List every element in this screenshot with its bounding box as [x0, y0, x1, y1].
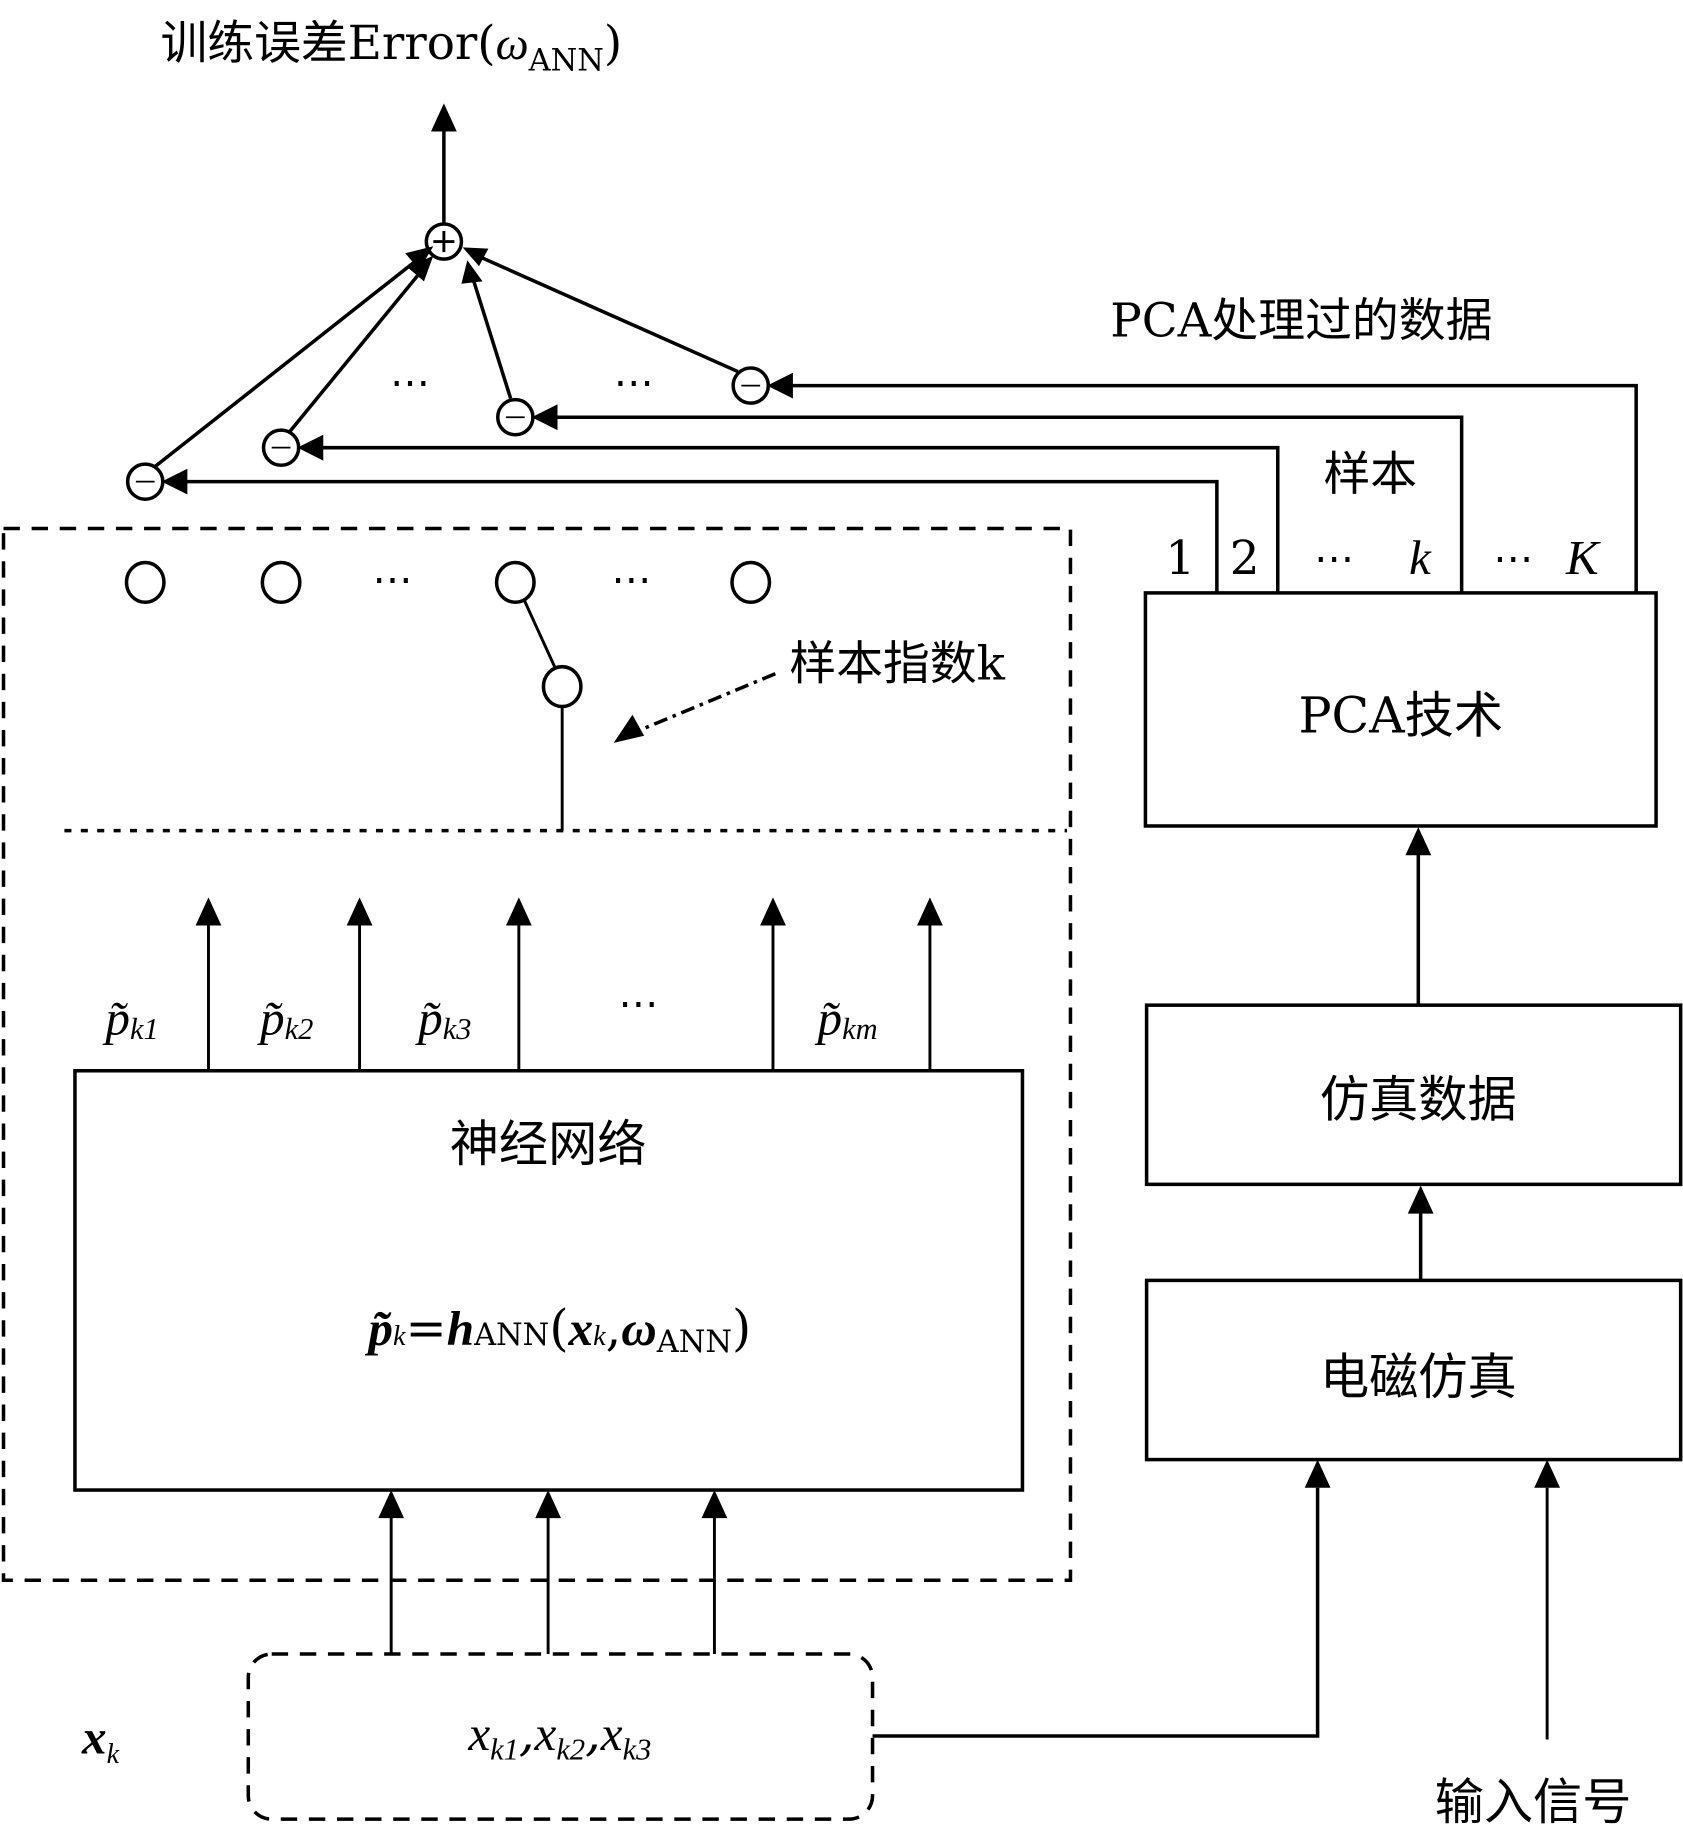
sample-index-label: 样本指数k	[789, 638, 1005, 692]
diff-node	[261, 428, 301, 468]
output-label-pkm: p̃km	[814, 990, 877, 1046]
sample-index-ellipsis: ⋯	[1314, 536, 1354, 582]
arrowhead	[1405, 827, 1432, 856]
ellipsis-upper-2: ⋯	[614, 360, 654, 406]
diff-node	[731, 366, 771, 405]
sim-data-label: 仿真数据	[1320, 1070, 1517, 1128]
arrowhead	[1534, 1459, 1561, 1488]
output-label-pk2: p̃k2	[257, 990, 313, 1046]
neural-network-formula: p̃k=hANN(xk,ωANN)	[364, 1299, 751, 1360]
xk-label: xk	[81, 1710, 120, 1770]
sample-index-1: 1	[1165, 532, 1195, 586]
sum-node	[424, 222, 464, 261]
arrowhead	[613, 714, 645, 743]
ann-dashed-container	[1, 526, 1073, 1582]
diff-to-sum-edges	[151, 246, 739, 471]
em-sim-box	[1144, 1278, 1683, 1462]
diff-node	[495, 397, 535, 437]
neural-network-title: 神经网络	[450, 1115, 647, 1173]
ellipsis-nodes-2: ⋯	[611, 557, 651, 603]
output-label-pk1: p̃k1	[102, 990, 158, 1046]
ellipsis-upper-1: ⋯	[390, 360, 430, 406]
input-to-em-line	[872, 1487, 1320, 1738]
output-ellipsis: ⋯	[618, 981, 658, 1027]
nn-output-arrows	[195, 897, 943, 1071]
ellipsis-nodes-1: ⋯	[372, 557, 412, 603]
sample-index-2: 2	[1230, 532, 1260, 586]
sample-selector-switch	[523, 600, 583, 831]
sample-index-k: k	[1409, 530, 1432, 585]
diff-node	[125, 462, 165, 501]
input-vector-values: xk1,xk2,xk3	[467, 1704, 651, 1766]
title-omega: ω	[496, 18, 529, 70]
title-sub: ANN	[528, 44, 604, 79]
svg-text:训练误差Error(ωANN): 训练误差Error(ωANN)	[160, 17, 622, 79]
arrowhead	[1304, 1459, 1331, 1488]
sample-label: 样本	[1323, 448, 1417, 502]
neural-network-box	[73, 1068, 1025, 1492]
pca-output-label: PCA处理过的数据	[1110, 294, 1492, 348]
sim-data-box	[1144, 1003, 1683, 1187]
nn-input-arrows	[378, 1490, 728, 1655]
title-close: )	[604, 17, 622, 71]
sample-nodes	[124, 560, 772, 605]
pca-feedback-lines	[161, 372, 1638, 592]
title-main: 训练误差Error(	[160, 17, 495, 71]
sample-index-pointer	[634, 672, 777, 734]
pca-box-label: PCA技术	[1298, 686, 1503, 744]
input-vector-box	[246, 1652, 875, 1821]
input-signal-label: 输入信号	[1435, 1773, 1632, 1831]
arrowhead	[1407, 1185, 1434, 1214]
output-label-pk3: p̃k3	[415, 990, 471, 1046]
pca-box	[1143, 591, 1658, 828]
sample-index-ellipsis-2: ⋯	[1493, 536, 1533, 582]
arrowhead	[430, 103, 457, 132]
em-sim-label: 电磁仿真	[1320, 1348, 1517, 1406]
title: 训练误差Error(ωANN)	[160, 17, 622, 79]
sample-index-K: K	[1565, 530, 1601, 585]
